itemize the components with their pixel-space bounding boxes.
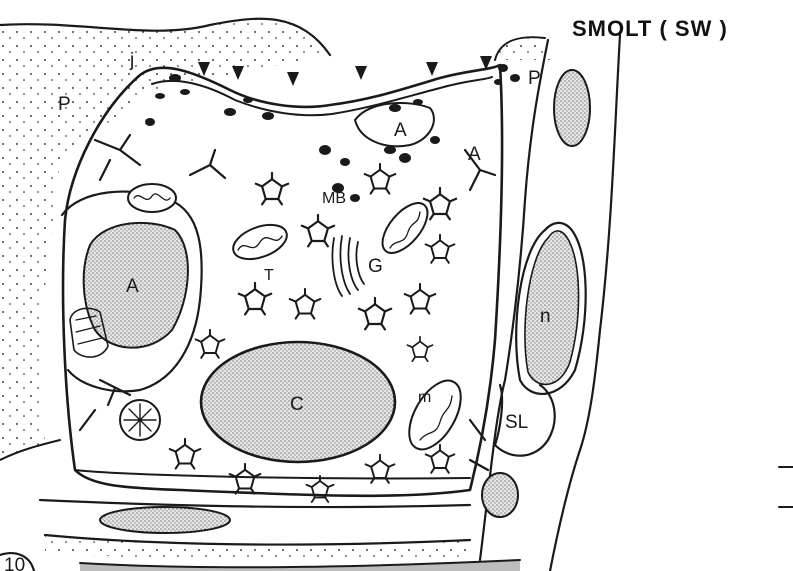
label-mitochondrion: m — [418, 389, 431, 406]
figure-number: 10 — [4, 555, 25, 571]
label-accessory-right: A — [468, 144, 481, 165]
mitochondrion — [128, 184, 176, 212]
mitochondrion — [399, 372, 472, 458]
label-junction: j — [129, 50, 134, 71]
figure-title: SMOLT ( SW ) — [572, 16, 728, 41]
label-accessory-left: A — [126, 276, 139, 297]
label-golgi: G — [368, 256, 383, 277]
label-secondary-lamella: SL — [505, 412, 528, 433]
basal-region — [40, 500, 520, 571]
golgi-apparatus — [332, 236, 364, 296]
mitochondrion — [374, 195, 436, 260]
label-nucleus: n — [540, 306, 551, 327]
pavement-cell-right — [495, 37, 550, 60]
label-tubular-system: T — [264, 267, 274, 284]
arrowhead — [426, 62, 438, 76]
label-microvesicular-bodies: MB — [322, 190, 346, 207]
label-accessory-apex: A — [394, 120, 407, 141]
mitochondrion — [229, 218, 292, 265]
mitochondrion — [120, 400, 160, 440]
edge-mark — [779, 467, 793, 507]
label-pavement-right: P — [528, 68, 541, 89]
label-pavement-left: P — [58, 94, 71, 115]
label-chloride-cell: C — [290, 394, 304, 415]
arrowhead — [287, 72, 299, 86]
arrowhead — [355, 66, 367, 80]
